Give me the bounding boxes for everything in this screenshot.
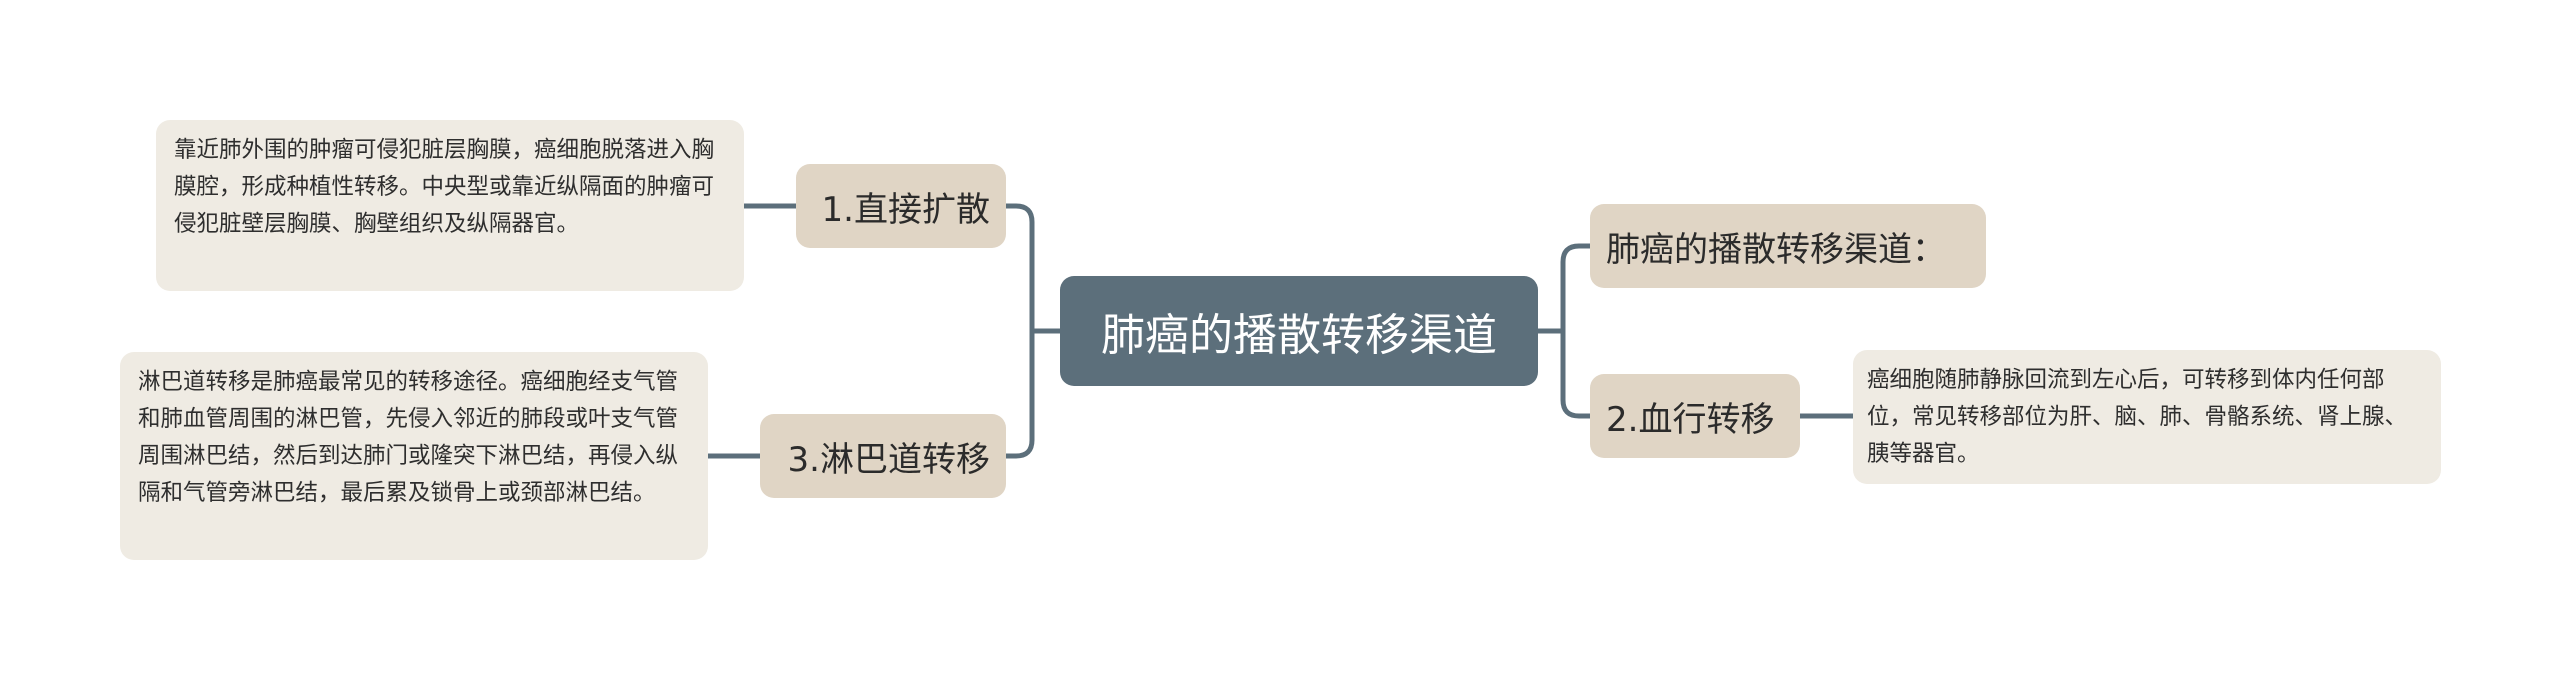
detail-node-hematogenous-metastasis[interactable]: 癌细胞随肺静脉回流到左心后，可转移到体内任何部位，常见转移部位为肝、脑、肺、骨骼… bbox=[1853, 350, 2441, 484]
branch-node-lymphatic-metastasis[interactable]: 3.淋巴道转移 bbox=[760, 414, 1006, 498]
branch-node-label: 肺癌的播散转移渠道： bbox=[1606, 229, 1946, 270]
branch-node-label: 1.直接扩散 bbox=[821, 189, 990, 230]
detail-node-direct-spread[interactable]: 靠近肺外围的肿瘤可侵犯脏层胸膜，癌细胞脱落进入胸膜腔，形成种植性转移。中央型或靠… bbox=[156, 120, 744, 291]
detail-node-lymphatic-metastasis[interactable]: 淋巴道转移是肺癌最常见的转移途径。癌细胞经支气管和肺血管周围的淋巴管，先侵入邻近… bbox=[120, 352, 708, 560]
branch-node-label: 2.血行转移 bbox=[1606, 399, 1775, 440]
branch-node-direct-spread[interactable]: 1.直接扩散 bbox=[796, 164, 1006, 248]
branch-node-label: 3.淋巴道转移 bbox=[787, 439, 990, 480]
detail-node-text: 癌细胞随肺静脉回流到左心后，可转移到体内任何部位，常见转移部位为肝、脑、肺、骨骼… bbox=[1867, 367, 2408, 467]
root-node-label: 肺癌的播散转移渠道 bbox=[1101, 310, 1497, 361]
detail-node-text: 靠近肺外围的肿瘤可侵犯脏层胸膜，癌细胞脱落进入胸膜腔，形成种植性转移。中央型或靠… bbox=[174, 137, 715, 237]
detail-node-text: 淋巴道转移是肺癌最常见的转移途径。癌细胞经支气管和肺血管周围的淋巴管，先侵入邻近… bbox=[138, 369, 679, 506]
root-node[interactable]: 肺癌的播散转移渠道 bbox=[1060, 276, 1538, 386]
branch-node-title-repeat[interactable]: 肺癌的播散转移渠道： bbox=[1590, 204, 1986, 288]
branch-node-hematogenous-metastasis[interactable]: 2.血行转移 bbox=[1590, 374, 1800, 458]
